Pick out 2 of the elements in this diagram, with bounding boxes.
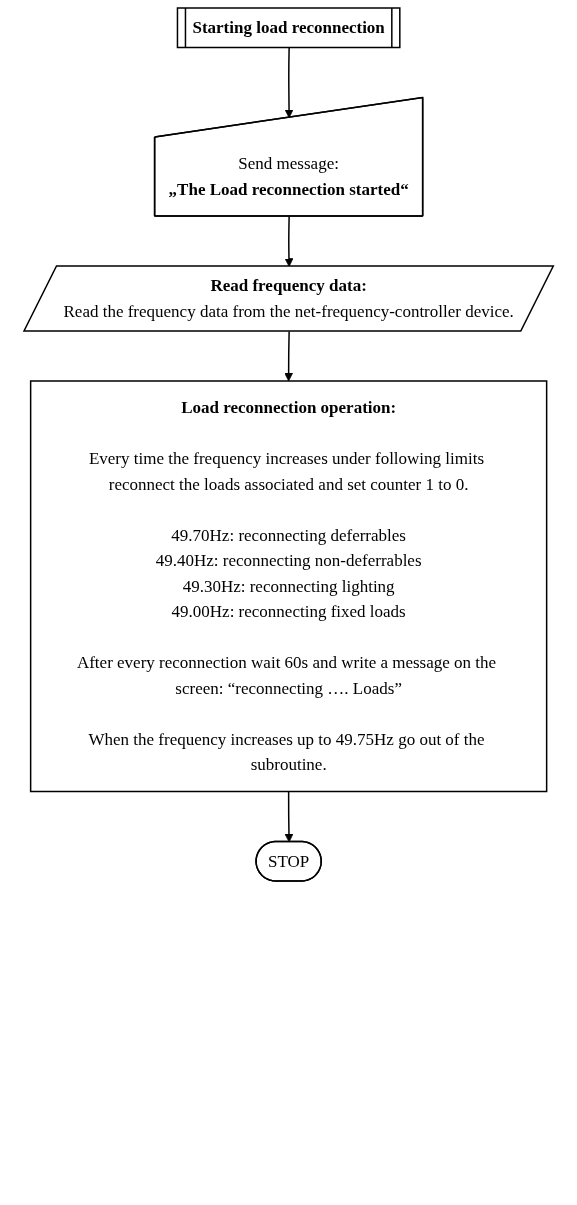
- arrow: [284, 790, 294, 843]
- node-box: Load reconnection operation: Every time the frequency increases under following limits reconnect the loads associated and set counter 1 to 0. 49.70Hz: reconnecting deferrables 49.40Hz: reconnecting non-deferrables 49.30Hz: reconnecting lighting 49.00Hz: reconnecting fixed loads After every reconnection wait 60s and write a message on the screen: “reconnecting …. Loads” When the frequency increases up to 49.75Hz go out of the subroutine.: [29, 380, 548, 793]
